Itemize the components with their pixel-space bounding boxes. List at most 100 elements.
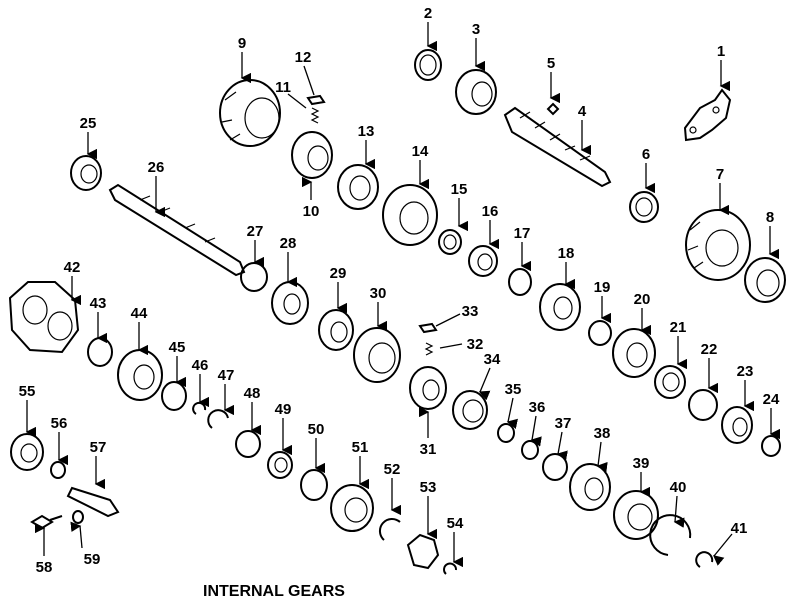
part-36-washer [521,440,539,460]
callout-34: 34 [484,351,501,368]
part-24-nut [761,435,781,457]
callout-28: 28 [280,235,297,252]
part-15-washer [438,229,462,255]
callout-12: 12 [295,49,312,66]
part-44-gear [117,349,163,401]
part-48-washer [235,430,261,458]
callout-43: 43 [90,295,107,312]
part-42-housing [8,281,80,354]
part-53-gears [406,533,440,570]
callout-59: 59 [84,551,101,568]
part-39-ring [613,490,659,540]
part-23-gear [721,406,753,444]
part-50-hub [300,469,328,501]
callout-5: 5 [547,55,555,72]
part-17-bushing [508,268,532,296]
part-40-snapring [649,514,692,556]
callout-6: 6 [642,146,650,163]
callout-19: 19 [594,279,611,296]
part-20-gear [612,328,656,378]
part-3-bearing [455,69,497,115]
callout-40: 40 [670,479,687,496]
part-25-bearing [70,155,102,191]
callout-46: 46 [192,357,209,374]
part-56-washer [50,461,66,479]
callout-20: 20 [634,291,651,308]
callout-45: 45 [169,339,186,356]
callout-30: 30 [370,285,387,302]
part-7-gear [685,209,751,281]
callout-42: 42 [64,259,81,276]
part-47-snapring [207,409,229,429]
callout-26: 26 [148,159,165,176]
callout-37: 37 [555,415,572,432]
part-6-bearing [629,191,659,223]
callout-44: 44 [131,305,148,322]
callout-14: 14 [412,143,429,160]
part-21-bearing [654,365,686,399]
callout-57: 57 [90,439,107,456]
callout-16: 16 [482,203,499,220]
part-52-snapring [378,517,401,541]
callout-2: 2 [424,5,432,22]
callout-22: 22 [701,341,718,358]
callout-33: 33 [462,303,479,320]
callout-53: 53 [420,479,437,496]
callout-25: 25 [80,115,97,132]
callout-56: 56 [51,415,68,432]
part-35-washer [497,423,515,443]
callout-18: 18 [558,245,575,262]
part-30-sleeve [353,327,401,383]
callout-23: 23 [737,363,754,380]
callout-35: 35 [505,381,522,398]
callout-21: 21 [670,319,687,336]
callout-15: 15 [451,181,468,198]
callout-36: 36 [529,399,546,416]
callout-50: 50 [308,421,325,438]
part-16-bearing [468,245,498,277]
callout-24: 24 [763,391,780,408]
part-19-bushing [588,320,612,346]
part-22-washer [688,389,718,421]
part-51-sleeve [330,484,374,532]
part-43-bearing [87,337,113,367]
diagram-title: INTERNAL GEARS [203,583,345,600]
part-34-ring [452,390,488,430]
part-57-shaft [66,486,120,518]
part-9-sleeve [219,79,281,147]
callout-51: 51 [352,439,369,456]
callout-55: 55 [19,383,36,400]
callout-29: 29 [330,265,347,282]
part-38-gear [569,463,611,511]
callout-17: 17 [514,225,531,242]
callout-27: 27 [247,223,264,240]
part-1-bracket [683,88,732,142]
part-58-bolt [30,514,63,530]
part-55-bearing [10,433,44,471]
part-14-gear [382,184,438,246]
callout-10: 10 [303,203,320,220]
part-59-washer [72,510,84,524]
callout-39: 39 [633,455,650,472]
callout-1: 1 [717,43,725,60]
callout-labels: 1 2 3 4 5 6 7 8 9 10 11 12 13 14 15 16 1… [19,5,780,576]
part-45-bearing [161,381,187,411]
callout-4: 4 [578,103,587,120]
callout-31: 31 [420,441,437,458]
part-46-clip [192,401,207,415]
callout-48: 48 [244,385,261,402]
part-13-gear [337,164,379,210]
part-26-countershaft [108,183,246,277]
part-32-spring [424,342,434,356]
part-18-gear [539,283,581,331]
part-41-clip [695,551,714,568]
callout-47: 47 [218,367,235,384]
callout-8: 8 [766,209,774,226]
part-5-ball [546,102,560,116]
callout-11: 11 [275,79,291,96]
callout-49: 49 [275,401,292,418]
part-11-spring [310,107,320,124]
leader-lines [25,22,781,568]
